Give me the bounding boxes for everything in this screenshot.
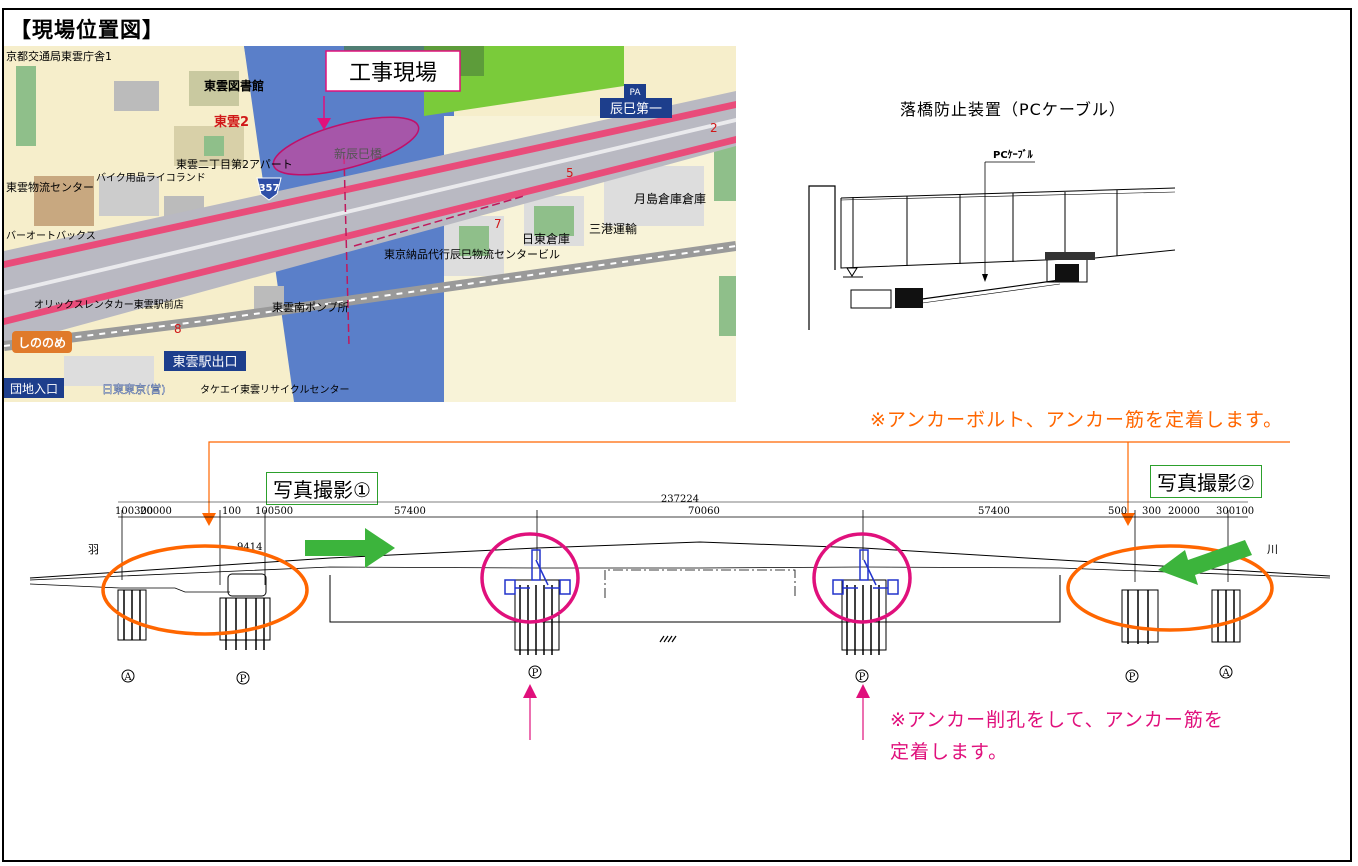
orange-arrow-right (1121, 513, 1135, 526)
view-direction-arrow-2 (1158, 540, 1252, 585)
map-label: バーオートバックス (6, 230, 96, 242)
map-label: 東雲南ポンプ所 (272, 301, 349, 314)
dim: 20000 (1168, 506, 1200, 517)
dim: 57400 (394, 506, 426, 517)
anchor-drill-note-line2: 定着します。 (890, 741, 1009, 763)
view-direction-arrow-1 (305, 528, 395, 568)
map-label: バイク用品ライコランド (96, 172, 206, 184)
anchor-bolt-note: ※アンカーボルト、アンカー筋を定着します。 (870, 409, 1284, 431)
photo2-area-ellipse (1066, 544, 1274, 632)
dim-sub: 9414 (237, 542, 262, 553)
p2-area-ellipse (480, 532, 580, 624)
pier-mark: A (123, 672, 132, 683)
map-label: オリックスレンタカー東雲駅前店 (34, 298, 184, 311)
map-label: 三港運輸 (589, 221, 637, 236)
photo-shot-2-label: 写真撮影② (1150, 465, 1262, 498)
danchi-label: 団地入口 (10, 382, 58, 396)
page-title: 【現場位置図】 (10, 18, 164, 42)
anchor-drill-note-line1: ※アンカー削孔をして、アンカー筋を (890, 709, 1224, 731)
map-label: 東雲二丁目第2アパート (176, 157, 293, 171)
end-label-left: 羽 (88, 543, 99, 556)
map-label: 日東倉庫 (522, 231, 570, 246)
map-number: 2 (710, 121, 718, 135)
route-357-label: 357 (259, 183, 280, 194)
dim: 100 (222, 506, 241, 517)
dim: 100500 (255, 506, 293, 517)
p3-area-ellipse (812, 532, 912, 624)
orange-leader-line (208, 441, 1290, 513)
pier-mark: P (240, 674, 247, 685)
site-callout-label: 工事現場 (349, 61, 437, 86)
site-location-map: 工事現場 357 PA 辰巳第一 東雲駅出口 団地入口 しののめ 京都交通局東雲… (4, 46, 736, 402)
map-label: 東京納品代行辰巳物流センタービル (384, 247, 560, 261)
photo-shot-1-label: 写真撮影① (266, 472, 378, 505)
anchor-bars-p2 (504, 549, 571, 595)
bridge-elevation-drawing: 237224 100300 20000 100 100500 57400 700… (29, 441, 1331, 740)
map-number: 7 (494, 217, 502, 231)
pink-arrow-right (856, 684, 870, 698)
map-label: タケエイ東雲リサイクルセンター (200, 383, 350, 396)
map-number: 8 (174, 322, 182, 336)
map-label-library: 東雲図書館 (204, 78, 264, 93)
dim: 100300 (115, 506, 153, 517)
end-label-right: 川 (1267, 543, 1278, 556)
map-label: 月島倉庫倉庫 (634, 191, 706, 206)
map-label: 日東東京(営) (102, 382, 166, 396)
anchor-bars-p3 (832, 549, 899, 595)
pier-mark: P (532, 668, 539, 679)
shinonome-logo: しののめ (18, 336, 66, 350)
page-frame (2, 8, 1352, 862)
map-label: 東雲物流センター (6, 180, 94, 194)
pa-badge: PA (629, 88, 641, 98)
dim: 500 (1108, 506, 1127, 517)
pink-arrow-left (523, 684, 537, 698)
dim-total: 237224 (661, 494, 699, 505)
pier-mark: P (859, 672, 866, 683)
dim: 300 (1142, 506, 1161, 517)
pier-mark: A (1221, 668, 1230, 679)
dim: 57400 (978, 506, 1010, 517)
map-number: 5 (566, 166, 574, 180)
anchor-drill-note: ※アンカー削孔をして、アンカー筋を 定着します。 (890, 704, 1224, 768)
pier-mark: P (1129, 672, 1136, 683)
pc-cable-label: PCｹｰﾌﾞﾙ (993, 148, 1034, 161)
map-label: 京都交通局東雲庁舎1 (6, 49, 112, 63)
map-label: 東雲2 (214, 114, 249, 130)
dim: 300100 (1216, 506, 1254, 517)
orange-arrow-left (202, 513, 216, 526)
dim: 70060 (688, 506, 720, 517)
pc-cable-title: 落橋防止装置（PCケーブル） (900, 100, 1126, 119)
pc-cable-diagram: PCｹｰﾌﾞﾙ (808, 148, 1176, 330)
photo1-area-ellipse (101, 544, 309, 636)
map-label-bridge: 新辰巳橋 (334, 146, 382, 161)
tatsumi-label: 辰巳第一 (610, 102, 662, 117)
dim: 20000 (140, 506, 172, 517)
station-exit-label: 東雲駅出口 (172, 354, 237, 370)
